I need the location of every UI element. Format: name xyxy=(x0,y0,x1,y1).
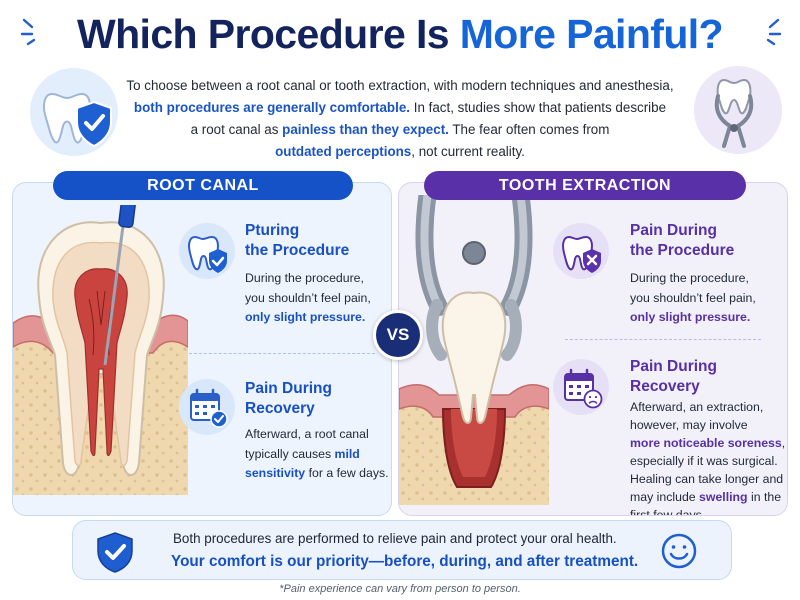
extraction-recovery-line-3-rest: , xyxy=(781,436,786,450)
intro-line-3-rest: The fear often comes from xyxy=(448,122,610,137)
smiley-icon xyxy=(661,533,697,569)
extraction-during-line-1: During the procedure, xyxy=(630,271,749,285)
root-canal-during-line-2: you shouldn’t feel pain, xyxy=(245,290,371,305)
root-canal-header: ROOT CANAL xyxy=(53,171,353,200)
extraction-during-highlight: only slight pressure. xyxy=(630,310,751,324)
intro-line-3: a root canal as painless than they expec… xyxy=(126,119,674,141)
extraction-during-title-1: Pain During xyxy=(630,222,717,239)
extraction-recovery-line-6: may include swelling in the xyxy=(630,488,785,506)
intro-highlight-outdated: outdated perceptions xyxy=(275,144,412,159)
tooth-check-icon xyxy=(179,223,235,279)
extraction-recovery-line-2: however, may involve xyxy=(630,418,748,432)
root-canal-recovery-title-1: Pain During xyxy=(245,380,332,397)
sparkle-lines-left-icon xyxy=(20,18,36,46)
root-canal-recovery-title-2: Recovery xyxy=(245,400,315,417)
footer-line-1: Both procedures are performed to relieve… xyxy=(173,531,617,546)
root-canal-during-line-3: only slight pressure. xyxy=(245,308,371,328)
root-canal-during-title-2: the Procedure xyxy=(245,242,350,259)
root-canal-recovery-line-2: typically causes mild xyxy=(245,445,389,465)
calendar-check-icon xyxy=(179,379,235,435)
sparkle-lines-right-icon xyxy=(766,18,782,46)
root-canal-recovery-title: Pain During Recovery xyxy=(245,379,332,419)
extraction-during-text: During the procedure, you shouldn’t feel… xyxy=(630,269,756,328)
root-canal-panel: Pturing the Procedure During the procedu… xyxy=(12,182,392,516)
extraction-recovery-line-5: Healing can take longer and xyxy=(630,472,784,486)
extraction-recovery-text: Afterward, an extraction, however, may i… xyxy=(630,398,785,516)
root-canal-recovery-text: Afterward, a root canal typically causes… xyxy=(245,425,389,484)
intro-line-2-rest: In fact, studies show that patients desc… xyxy=(410,100,667,115)
root-canal-during-title-1: Pturing xyxy=(245,222,300,239)
extraction-recovery-title-2: Recovery xyxy=(630,378,700,395)
root-canal-recovery-highlight-mild: mild xyxy=(334,446,360,461)
extraction-recovery-line-3: more noticeable soreness, xyxy=(630,434,785,452)
root-canal-tooth-illustration xyxy=(13,205,188,495)
title-highlight: More Painful? xyxy=(459,11,724,57)
root-canal-during-text: During the procedure, you shouldn’t feel… xyxy=(245,269,371,328)
footer-banner: Both procedures are performed to relieve… xyxy=(72,520,732,580)
root-canal-recovery-line-3-rest: for a few days. xyxy=(305,466,389,480)
tooth-extraction-illustration xyxy=(399,195,549,505)
root-canal-recovery-line-2-start: typically causes xyxy=(245,446,335,461)
tooth-x-icon xyxy=(553,223,609,279)
shield-check-icon xyxy=(97,532,133,573)
root-canal-during-title: Pturing the Procedure xyxy=(245,221,349,261)
extraction-recovery-title-1: Pain During xyxy=(630,358,717,375)
extraction-recovery-line-1: Afterward, an extraction, xyxy=(630,400,764,414)
extraction-recovery-line-6-start: may include xyxy=(630,490,700,504)
intro-line-3-start: a root canal as xyxy=(190,122,283,137)
footer-line-2: Your comfort is our priority—before, dur… xyxy=(171,553,639,570)
root-canal-recovery-highlight-sensitivity: sensitivity xyxy=(245,466,306,480)
extraction-recovery-line-7: first few days. xyxy=(630,508,706,516)
root-canal-during-highlight: only slight pressure. xyxy=(245,310,366,324)
extraction-during-title: Pain During the Procedure xyxy=(630,221,734,261)
tooth-extraction-panel: Pain During the Procedure During the pro… xyxy=(398,182,788,516)
extraction-recovery-title: Pain During Recovery xyxy=(630,357,717,397)
intro-highlight-comfortable: both procedures are generally comfortabl… xyxy=(133,100,410,115)
intro-paragraph: To choose between a root canal or tooth … xyxy=(126,75,674,163)
intro-line-4-rest: , not current reality. xyxy=(411,144,525,159)
calendar-sad-icon xyxy=(553,359,609,415)
root-canal-during-line-1: During the procedure, xyxy=(245,271,364,285)
tooth-forceps-icon xyxy=(694,66,782,154)
tooth-shield-icon xyxy=(30,68,118,156)
intro-line-2: both procedures are generally comfortabl… xyxy=(126,97,674,119)
title-main: Which Procedure Is xyxy=(76,11,460,57)
vs-badge: VS xyxy=(373,310,423,360)
page-title: Which Procedure Is More Painful? xyxy=(0,6,800,62)
intro-line-1: To choose between a root canal or tooth … xyxy=(126,78,674,93)
tooth-extraction-header: TOOTH EXTRACTION xyxy=(424,171,746,200)
extraction-recovery-highlight-soreness: more noticeable soreness xyxy=(630,436,782,450)
root-canal-divider xyxy=(189,353,375,354)
extraction-during-line-3: only slight pressure. xyxy=(630,308,756,328)
extraction-during-title-2: the Procedure xyxy=(630,242,735,259)
root-canal-recovery-line-1: Afterward, a root canal xyxy=(245,427,369,441)
footnote: *Pain experience can vary from person to… xyxy=(279,583,521,595)
extraction-recovery-line-4: especially if it was surgical. xyxy=(630,454,778,468)
extraction-divider xyxy=(565,339,761,340)
extraction-recovery-highlight-swelling: swelling xyxy=(699,490,748,504)
intro-line-4: outdated perceptions, not current realit… xyxy=(126,141,674,163)
intro-highlight-painless: painless than they expect. xyxy=(282,122,449,137)
root-canal-recovery-line-3: sensitivity for a few days. xyxy=(245,464,389,484)
extraction-during-line-2: you shouldn’t feel pain, xyxy=(630,290,756,305)
extraction-recovery-line-6-rest: in the xyxy=(747,490,782,504)
